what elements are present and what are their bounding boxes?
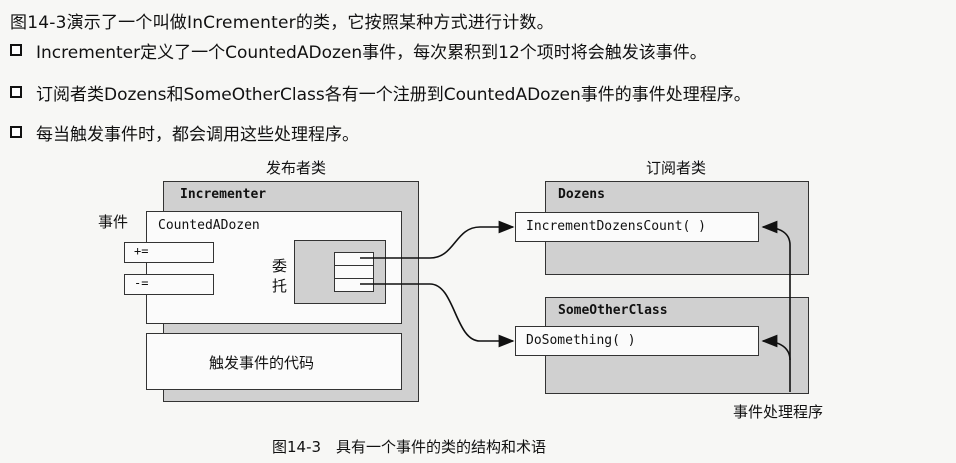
add-operator-text: += bbox=[134, 244, 149, 258]
bullet-text-2: 订阅者类Dozens和SomeOtherClass各有一个注册到CountedA… bbox=[36, 85, 751, 105]
someotherclass-name: SomeOtherClass bbox=[558, 303, 668, 318]
bullet-square-icon bbox=[10, 86, 22, 98]
dozens-class-name: Dozens bbox=[558, 187, 605, 202]
bullet-square-icon bbox=[10, 44, 22, 56]
event-label: 事件 bbox=[98, 213, 129, 231]
do-something-text: DoSomething( ) bbox=[526, 333, 636, 348]
raise-event-code-box bbox=[146, 333, 402, 390]
publisher-label: 发布者类 bbox=[266, 159, 327, 177]
add-handler-operator bbox=[124, 242, 214, 263]
delegate-label-2: 托 bbox=[272, 277, 288, 295]
raise-event-code-label: 触发事件的代码 bbox=[209, 354, 315, 372]
delegate-to-dozens-arrow bbox=[360, 220, 515, 259]
bullet-text-1: Incrementer定义了一个CountedADozen事件，每次累积到12个… bbox=[36, 43, 707, 63]
delegate-to-someotherclass-arrow bbox=[360, 283, 515, 348]
remove-operator-text: -= bbox=[134, 276, 149, 290]
increment-dozens-count-text: IncrementDozensCount( ) bbox=[526, 219, 707, 234]
intro-text: 图14-3演示了一个叫做InCrementer的类，它按照某种方式进行计数。 bbox=[10, 13, 554, 33]
bullet-square-icon bbox=[10, 126, 22, 138]
event-name: CountedADozen bbox=[158, 218, 260, 233]
do-something-handler bbox=[515, 326, 759, 356]
figure-caption: 图14-3 具有一个事件的类的结构和术语 bbox=[272, 438, 547, 456]
incrementer-class-name: Incrementer bbox=[180, 187, 267, 202]
subscriber-label: 订阅者类 bbox=[646, 159, 707, 177]
bullet-text-3: 每当触发事件时，都会调用这些处理程序。 bbox=[36, 125, 359, 145]
handler-label-arrow-1 bbox=[761, 220, 791, 392]
increment-dozens-count-handler bbox=[515, 212, 759, 242]
delegate-label-1: 委 bbox=[272, 257, 288, 275]
remove-handler-operator bbox=[124, 274, 214, 295]
event-handler-label: 事件处理程序 bbox=[733, 403, 824, 421]
handler-label-arrow-2 bbox=[761, 334, 791, 361]
